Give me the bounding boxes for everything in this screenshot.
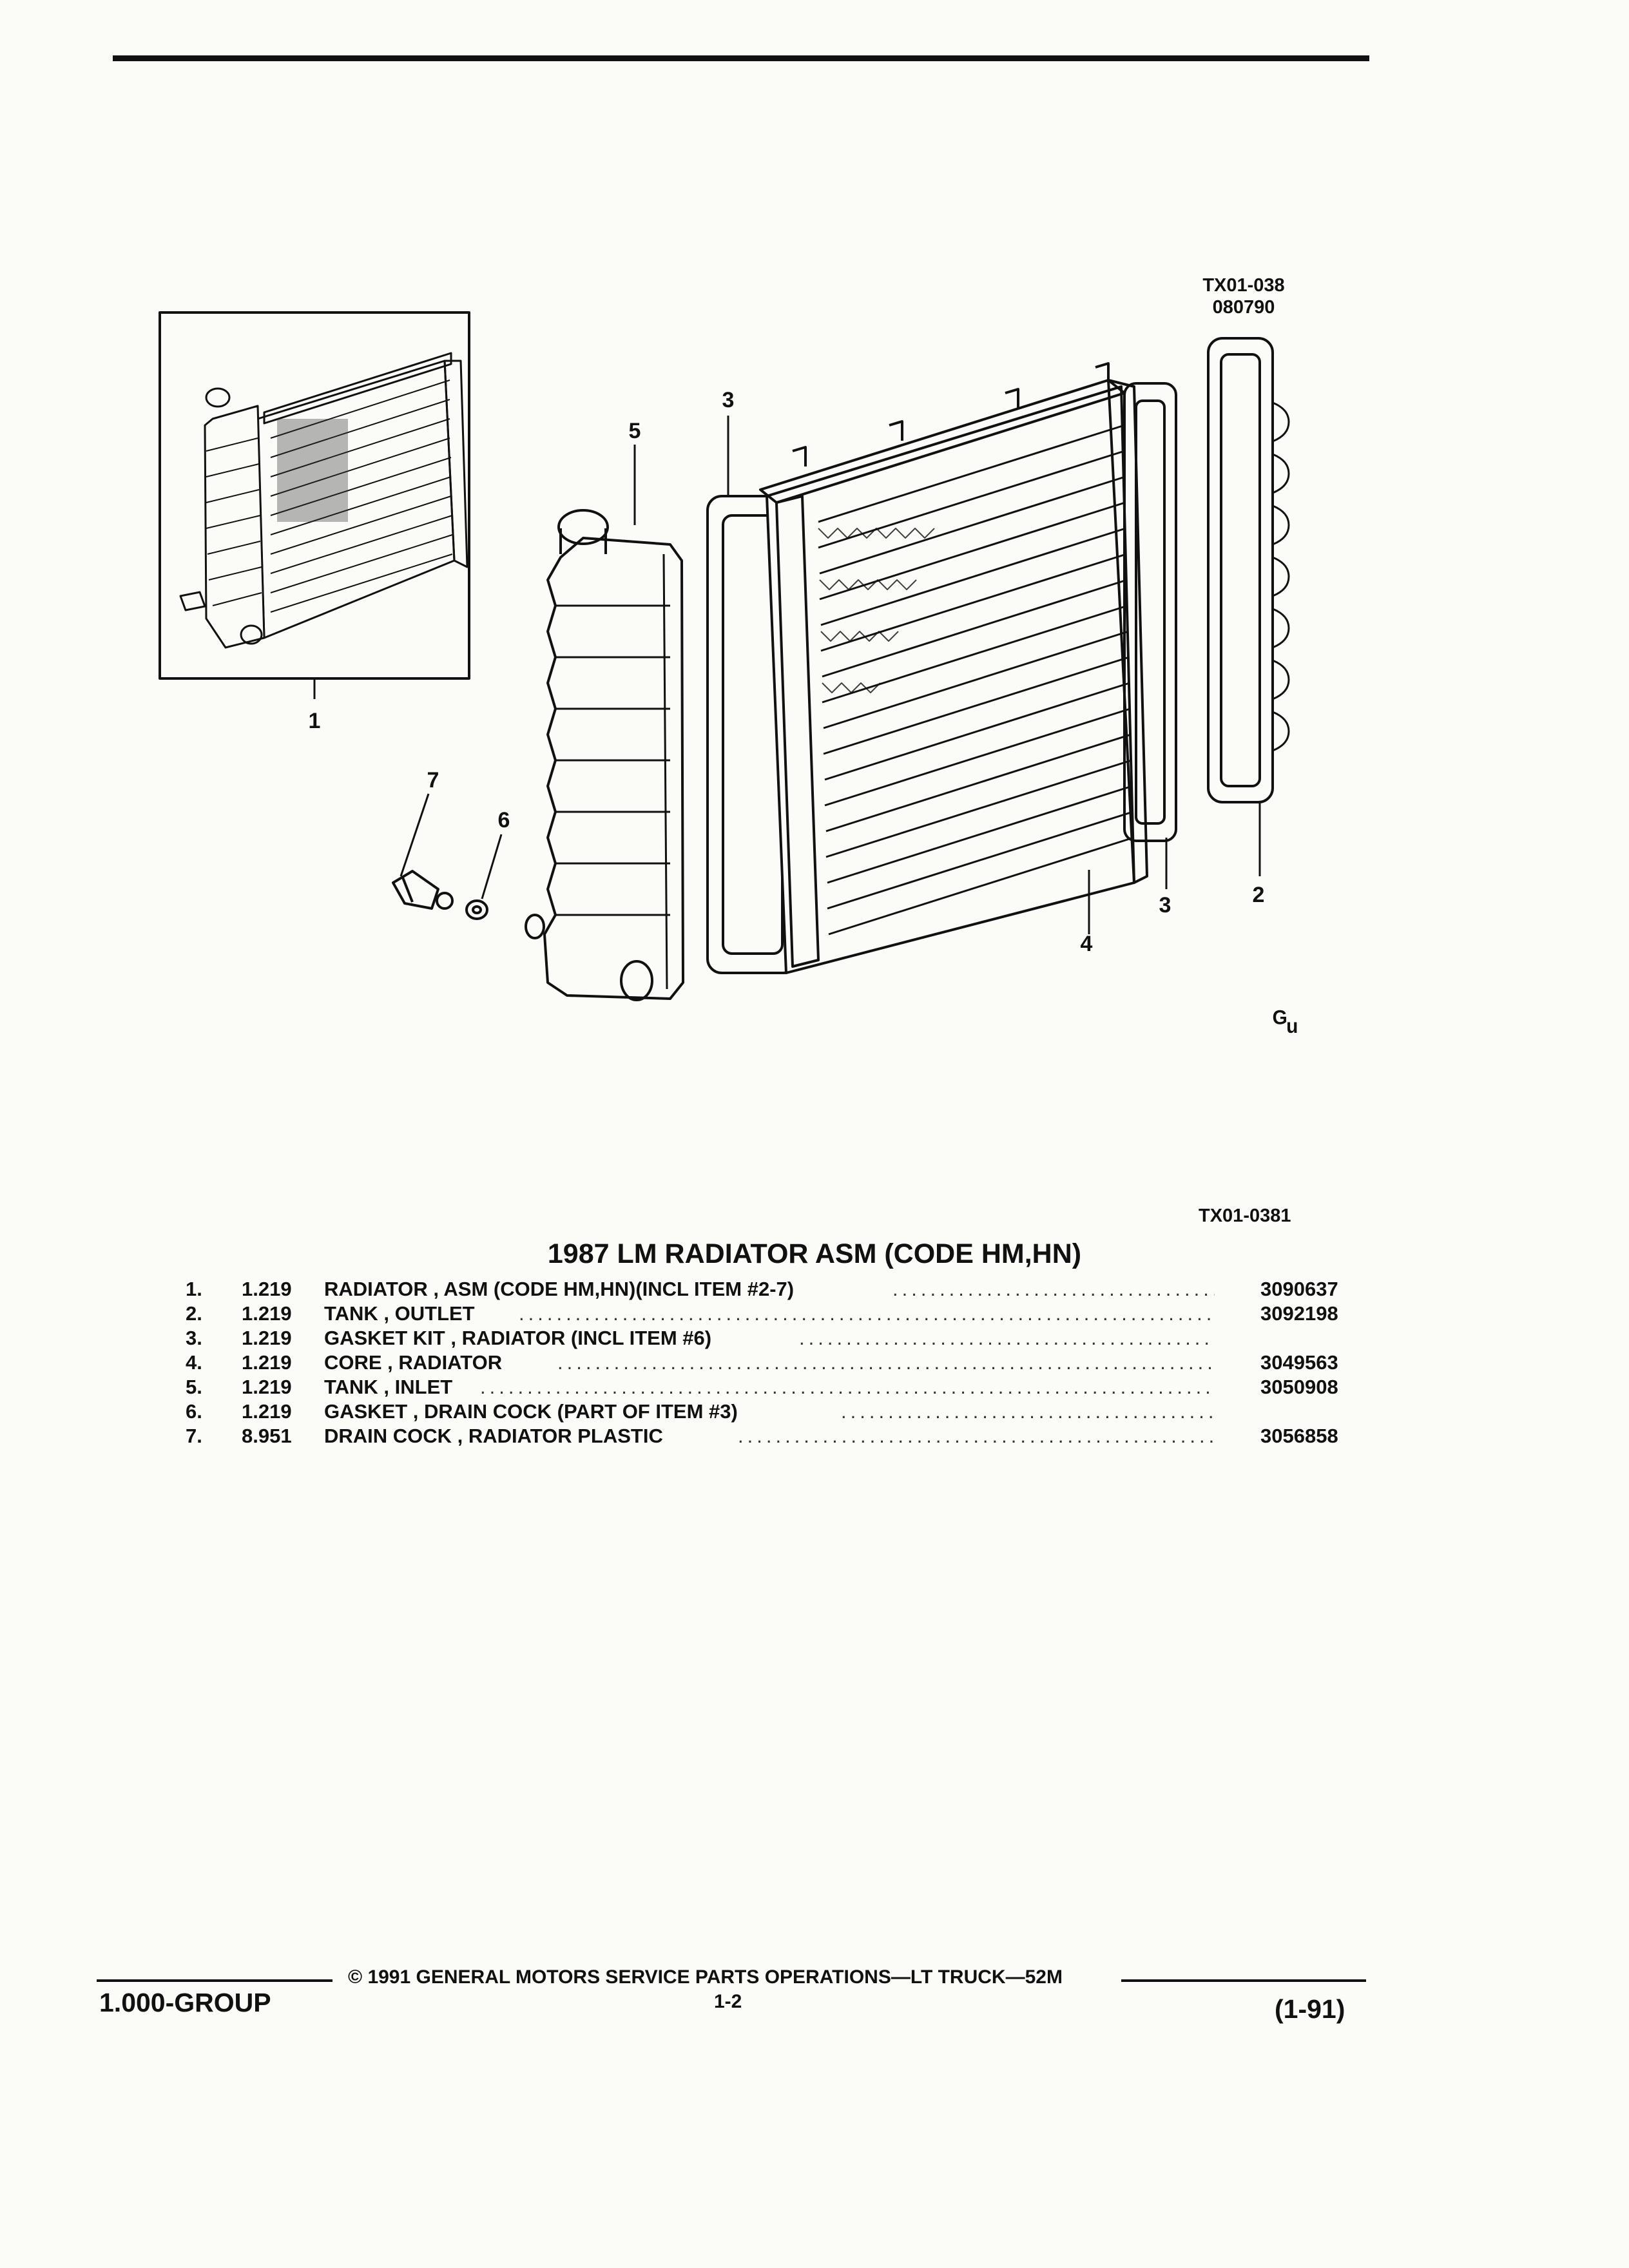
figure-code-bottom: TX01-0381 — [1199, 1206, 1291, 1226]
part-description: DRAIN COCK , RADIATOR PLASTIC — [324, 1425, 663, 1447]
leader-dots: ........................................… — [799, 1327, 1215, 1349]
callout-3-front: 3 — [722, 388, 735, 412]
figure-code-top: TX01-038 080790 — [1179, 274, 1308, 318]
footer-group: 1.000-GROUP — [99, 1988, 271, 2017]
callout-2: 2 — [1253, 883, 1265, 907]
footer-rule-right — [1121, 1979, 1366, 1982]
group-number: 1.219 — [242, 1400, 292, 1423]
inlet-tank — [525, 509, 684, 1001]
part-description: GASKET , DRAIN COCK (PART OF ITEM #3) — [324, 1400, 738, 1423]
radiator-core — [759, 362, 1148, 974]
callout-7: 7 — [427, 768, 439, 793]
gm-mark: ᴳᵤ — [1273, 1006, 1297, 1037]
part-row: 7. 8.951 DRAIN COCK , RADIATOR PLASTIC .… — [0, 1424, 1629, 1448]
footer-page-number: 1-2 — [714, 1991, 742, 2012]
leader-dots: ........................................… — [519, 1302, 1215, 1325]
part-description: TANK , INLET — [324, 1376, 453, 1398]
callout-5: 5 — [629, 419, 641, 443]
part-number: 3050908 — [1260, 1376, 1338, 1398]
callout-6: 6 — [498, 808, 510, 832]
group-number: 1.219 — [242, 1278, 292, 1300]
part-description: RADIATOR , ASM (CODE HM,HN)(INCL ITEM #2… — [324, 1278, 795, 1300]
item-number: 5. — [186, 1376, 202, 1398]
leader-dots: ........................................… — [892, 1278, 1215, 1300]
item-number: 7. — [186, 1425, 202, 1447]
item-number: 1. — [186, 1278, 202, 1300]
part-row: 2. 1.219 TANK , OUTLET .................… — [0, 1302, 1629, 1326]
callout-1: 1 — [309, 709, 321, 733]
drain-cock — [392, 870, 454, 910]
part-row: 3. 1.219 GASKET KIT , RADIATOR (INCL ITE… — [0, 1326, 1629, 1350]
drain-cock-gasket — [465, 899, 488, 920]
item-number: 2. — [186, 1302, 202, 1325]
callout-3-rear: 3 — [1159, 893, 1171, 918]
callout-4: 4 — [1081, 932, 1093, 956]
item-number: 4. — [186, 1351, 202, 1374]
part-description: GASKET KIT , RADIATOR (INCL ITEM #6) — [324, 1327, 712, 1349]
group-number: 1.219 — [242, 1327, 292, 1349]
gasket-rear — [1123, 382, 1177, 842]
top-rule — [113, 55, 1369, 61]
footer-rule-left — [97, 1979, 333, 1982]
part-row: 1. 1.219 RADIATOR , ASM (CODE HM,HN)(INC… — [0, 1277, 1629, 1302]
assembled-radiator — [179, 352, 468, 649]
part-number: 3056858 — [1260, 1425, 1338, 1447]
leader-6 — [481, 834, 503, 899]
radiator-exploded-diagram: 1 2 3 3 4 5 6 7 ᴳᵤ — [159, 311, 1297, 1037]
part-number: 3090637 — [1260, 1278, 1338, 1300]
outlet-tank — [1207, 337, 1290, 803]
item-number: 6. — [186, 1400, 202, 1423]
group-number: 1.219 — [242, 1351, 292, 1374]
part-number: 3049563 — [1260, 1351, 1338, 1374]
leader-dots: ........................................… — [841, 1400, 1215, 1423]
group-number: 1.219 — [242, 1376, 292, 1398]
footer-date: (1-91) — [1275, 1994, 1345, 2024]
part-description: CORE , RADIATOR — [324, 1351, 503, 1374]
parts-list-title: 1987 LM RADIATOR ASM (CODE HM,HN) — [547, 1238, 1082, 1269]
part-row: 5. 1.219 TANK , INLET ..................… — [0, 1375, 1629, 1399]
group-number: 8.951 — [242, 1425, 292, 1447]
leader-dots: ........................................… — [738, 1425, 1215, 1447]
part-number: 3092198 — [1260, 1302, 1338, 1325]
part-row: 4. 1.219 CORE , RADIATOR ...............… — [0, 1350, 1629, 1375]
figure-code-line2: 080790 — [1212, 297, 1275, 318]
group-number: 1.219 — [242, 1302, 292, 1325]
item-number: 3. — [186, 1327, 202, 1349]
part-description: TANK , OUTLET — [324, 1302, 475, 1325]
part-row: 6. 1.219 GASKET , DRAIN COCK (PART OF IT… — [0, 1399, 1629, 1424]
leader-dots: ........................................… — [557, 1351, 1215, 1374]
footer-copyright: © 1991 GENERAL MOTORS SERVICE PARTS OPER… — [348, 1966, 1063, 1988]
leader-dots: ........................................… — [480, 1376, 1215, 1398]
figure-code-line1: TX01-038 — [1202, 275, 1285, 296]
leader-7 — [400, 793, 430, 877]
